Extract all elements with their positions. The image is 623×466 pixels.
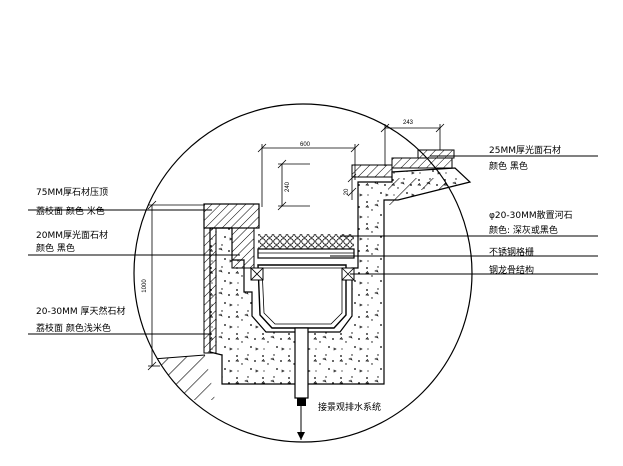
dimension-right-top <box>380 123 445 166</box>
concrete-body <box>209 167 472 385</box>
dim-left-height-value: 1000 <box>142 279 148 293</box>
black-stone-right <box>351 164 393 178</box>
label-right-black-stone: 25MM厚光面石材 <box>489 144 561 156</box>
label-natural-stone-finish: 荔枝面 颜色浅米色 <box>36 322 111 334</box>
dimension-top-height <box>277 159 310 211</box>
stainless-grating <box>257 248 355 259</box>
label-black-stone-color: 颜色 黑色 <box>36 242 75 254</box>
dim-top-height-value: 240 <box>285 181 291 192</box>
label-steel-keel: 钢龙骨结构 <box>489 264 534 276</box>
dim-right-small-value: 20 <box>344 188 350 195</box>
drain-channel <box>257 264 347 329</box>
label-stainless-grating: 不锈钢格栅 <box>489 246 534 258</box>
steel-keel-right <box>341 267 355 281</box>
label-right-black-stone-color: 颜色 黑色 <box>489 160 528 172</box>
detail-circle <box>133 103 473 443</box>
label-natural-stone-material: 20-30MM 厚天然石材 <box>36 305 126 317</box>
steel-keel-left <box>250 267 264 281</box>
label-coping-material: 75MM厚石材压顶 <box>36 186 108 198</box>
leaders-right <box>330 155 598 275</box>
label-river-pebbles-color: 颜色: 深灰或黑色 <box>489 224 558 236</box>
grade-hatch-left <box>150 355 215 400</box>
pebble-layer <box>258 234 354 249</box>
leaders-left <box>28 209 240 335</box>
dim-right-top-value: 243 <box>403 120 414 126</box>
dimension-right-small <box>347 173 357 200</box>
dimension-top-width <box>257 143 360 207</box>
label-drain-connection: 接景观排水系统 <box>318 401 381 413</box>
black-stone-left <box>231 227 255 269</box>
dim-top-width-value: 600 <box>300 142 311 148</box>
drain-pipe <box>294 327 309 399</box>
label-river-pebbles: φ20-30MM散置河石 <box>489 209 573 221</box>
coping-stone <box>203 203 260 229</box>
label-coping-finish: 荔枝面 颜色 米色 <box>36 205 105 217</box>
dimension-left-height <box>147 200 205 371</box>
label-black-stone-material: 20MM厚光面石材 <box>36 229 108 241</box>
